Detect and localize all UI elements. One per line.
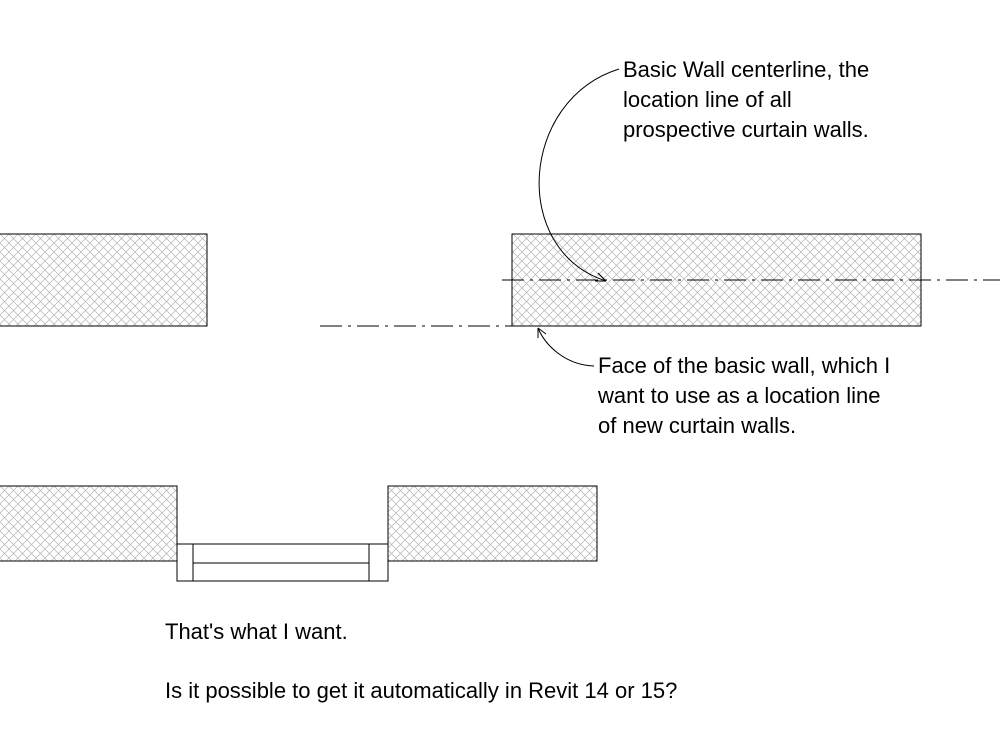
- face-leader: [537, 327, 595, 367]
- result-caption: That's what I want.: [165, 619, 348, 644]
- curtain-wall: [176, 543, 389, 582]
- centerline-annotation: Basic Wall centerline, the location line…: [623, 57, 870, 142]
- face-annotation: Face of the basic wall, which I want to …: [598, 353, 891, 438]
- basic-wall-bottom-left: [0, 485, 178, 562]
- basic-wall-left: [0, 233, 208, 327]
- basic-wall-bottom-right: [387, 485, 598, 562]
- question-caption: Is it possible to get it automatically i…: [165, 678, 678, 703]
- centerline-leader: [538, 68, 620, 282]
